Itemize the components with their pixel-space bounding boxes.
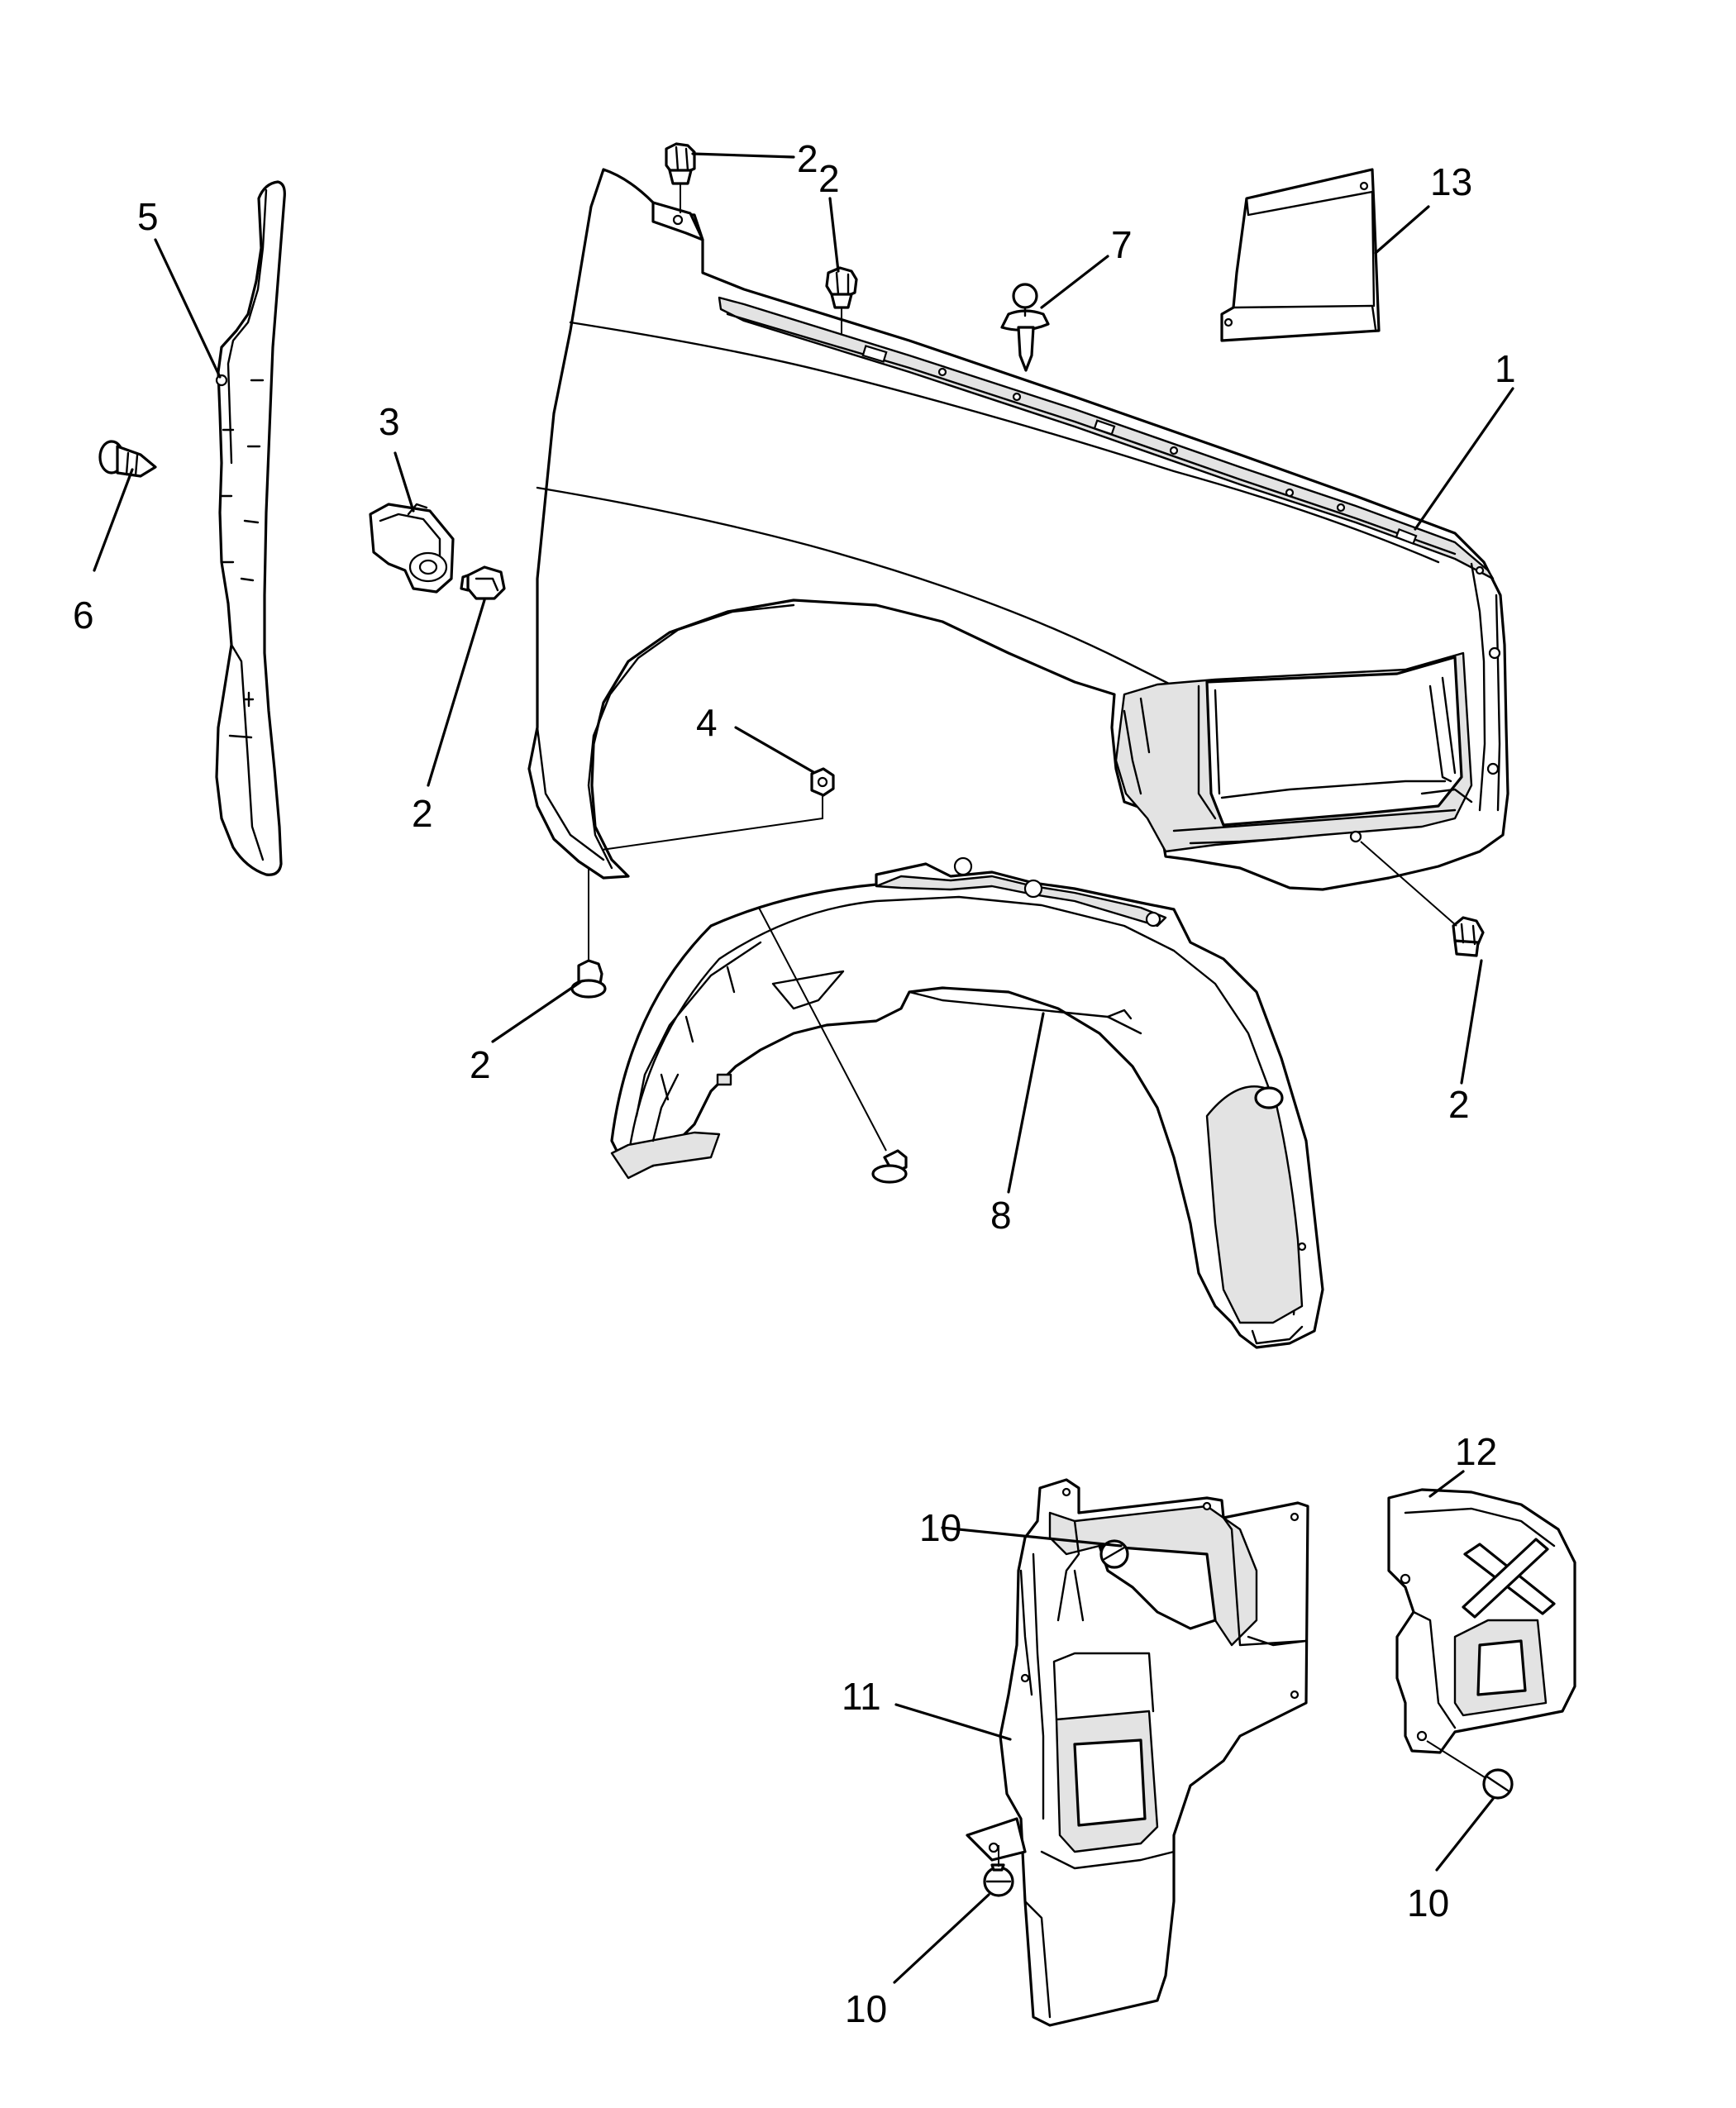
fender-part — [527, 168, 1509, 891]
rivet-shield-bottom-part — [983, 1863, 1014, 1897]
leader-bolt-rear — [1460, 959, 1483, 1085]
callout-seal-strip: 5 — [137, 195, 159, 238]
bolt-fender-top-a-part — [665, 142, 696, 185]
callout-bolt-top-a: 2 — [797, 137, 818, 180]
leader-rivet-splash — [1435, 1797, 1495, 1872]
bolt-fender-lower-front-part — [570, 959, 607, 999]
leader-bolt-top-b — [828, 197, 840, 273]
nut-part — [810, 767, 835, 797]
leader-push-pin — [1040, 255, 1109, 309]
callout-screw: 6 — [73, 594, 94, 637]
bolt-fender-top-b-part — [825, 266, 858, 309]
leader-seal-strip — [154, 238, 222, 379]
callout-bolt-lower-front: 2 — [470, 1043, 491, 1086]
leader-screw — [93, 468, 134, 572]
leader-clip-bracket — [393, 451, 415, 513]
push-pin-part — [1000, 283, 1050, 372]
rivet-shield-top-part — [1099, 1539, 1129, 1569]
bolt-clip-part — [460, 565, 506, 600]
seal-strip-part — [215, 180, 286, 876]
screw-part — [98, 440, 157, 478]
leader-rivet-top — [941, 1526, 1123, 1548]
leader-wheelhouse-liner — [1007, 1012, 1045, 1194]
leader-rivet-bottom — [893, 1893, 990, 1984]
leader-bolt-top-a — [691, 152, 795, 159]
leader-lines — [93, 152, 1514, 1984]
leader-nut — [734, 726, 815, 774]
callout-rivet-splash: 10 — [1407, 1881, 1449, 1924]
leader-bolt-lower-front — [491, 980, 582, 1043]
callout-labels: 1 2 2 2 2 2 3 4 5 6 7 8 10 10 10 11 12 1… — [73, 137, 1516, 2030]
leader-air-duct-shield — [894, 1703, 1012, 1741]
callout-bolt-rear: 2 — [1448, 1083, 1470, 1126]
callout-rivet-bottom: 10 — [845, 1987, 887, 2030]
callout-bolt-top-b: 2 — [818, 157, 840, 200]
callout-bolt-clip: 2 — [412, 792, 433, 835]
callout-push-pin: 7 — [1111, 223, 1133, 266]
callout-air-duct-shield: 11 — [842, 1675, 881, 1718]
clip-bracket-part — [369, 503, 455, 594]
leader-fender — [1414, 387, 1514, 531]
callout-nut: 4 — [696, 701, 718, 744]
callout-splash-guard: 12 — [1455, 1430, 1497, 1473]
air-duct-shield-part — [966, 1478, 1309, 2027]
callout-cover-bracket: 13 — [1430, 160, 1472, 203]
cover-bracket-part — [1220, 168, 1381, 342]
callout-wheelhouse-liner: 8 — [990, 1194, 1012, 1237]
callout-clip-bracket: 3 — [379, 400, 400, 443]
rivet-splash-guard-part — [1482, 1768, 1514, 1800]
liner-fastener-part — [871, 1149, 908, 1184]
callout-rivet-top: 10 — [919, 1506, 961, 1549]
splash-guard-part — [1387, 1488, 1576, 1754]
bolt-fender-rear-part — [1452, 916, 1485, 957]
leader-bolt-clip — [427, 599, 486, 787]
wheelhouse-liner-part — [610, 856, 1324, 1349]
leader-splash-guard — [1428, 1470, 1465, 1498]
leader-cover-bracket — [1374, 205, 1430, 255]
callout-fender: 1 — [1495, 347, 1516, 390]
